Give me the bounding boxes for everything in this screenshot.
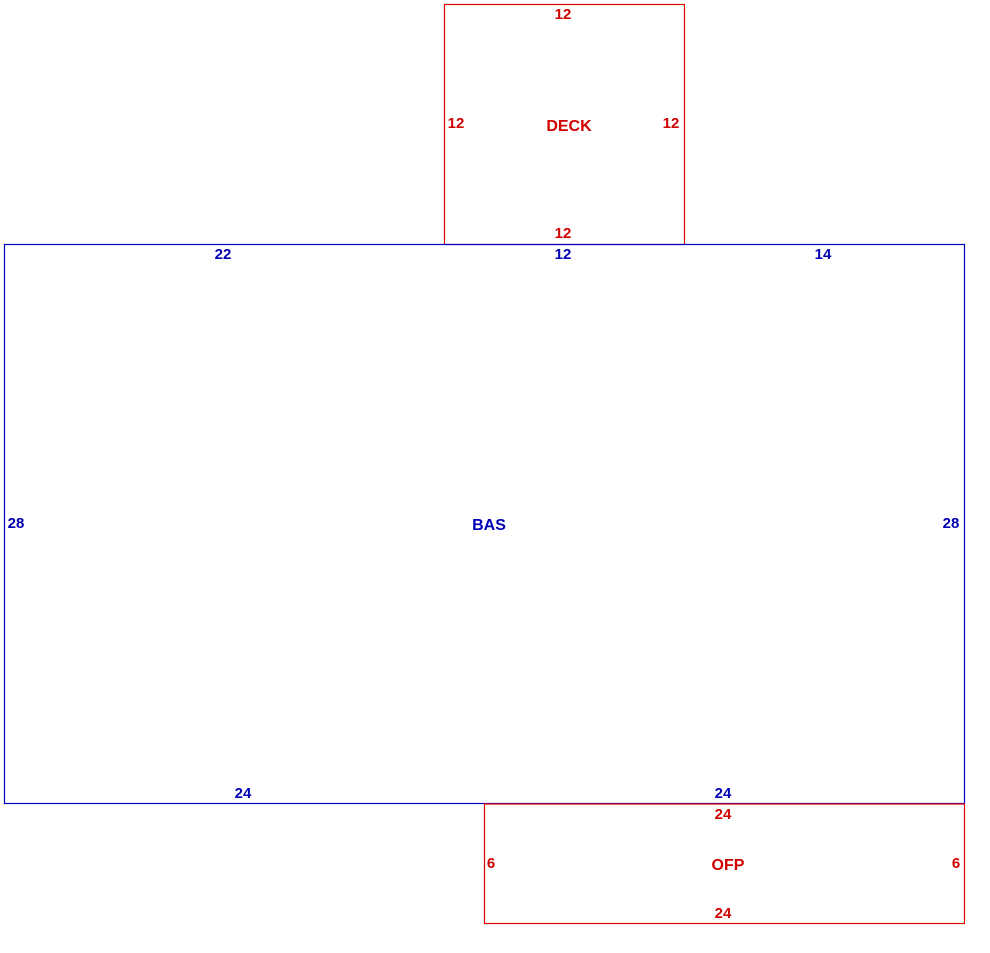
ofp-dim-left: 6 bbox=[487, 855, 495, 872]
bas-dim-top-right: 14 bbox=[815, 246, 832, 263]
ofp-outline bbox=[483, 803, 966, 925]
ofp-label: OFP bbox=[712, 857, 745, 874]
deck-label: DECK bbox=[546, 118, 592, 135]
bas-dim-right: 28 bbox=[943, 515, 960, 532]
ofp-dim-top: 24 bbox=[715, 806, 732, 823]
bas-dim-bottom-left: 24 bbox=[235, 785, 252, 802]
bas-area: BAS 22 12 14 28 28 24 24 bbox=[3, 243, 966, 805]
ofp-area: OFP 24 6 6 24 bbox=[483, 803, 966, 925]
deck-dim-bottom: 12 bbox=[555, 225, 572, 242]
bas-dim-left: 28 bbox=[8, 515, 25, 532]
ofp-dim-right: 6 bbox=[952, 855, 960, 872]
ofp-dim-bottom: 24 bbox=[715, 905, 732, 922]
deck-area: DECK 12 12 12 12 bbox=[443, 3, 686, 246]
bas-dim-top-middle: 12 bbox=[555, 246, 572, 263]
bas-label: BAS bbox=[472, 517, 506, 534]
bas-dim-bottom-right: 24 bbox=[715, 785, 732, 802]
deck-dim-top: 12 bbox=[555, 6, 572, 23]
deck-dim-right: 12 bbox=[663, 115, 680, 132]
bas-dim-top-left: 22 bbox=[215, 246, 232, 263]
deck-dim-left: 12 bbox=[448, 115, 465, 132]
